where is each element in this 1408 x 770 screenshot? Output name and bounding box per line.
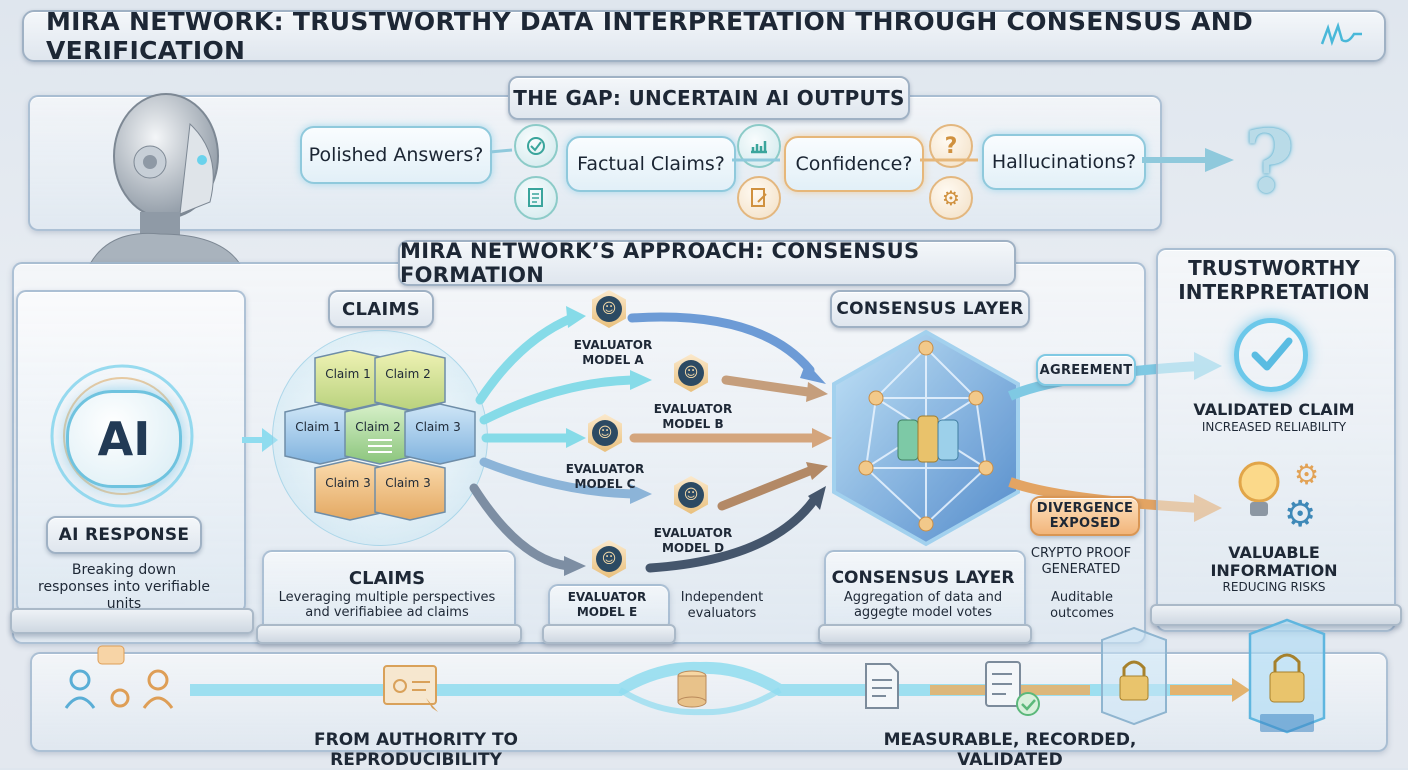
edit-document-icon [737, 176, 781, 220]
claims-heading: CLAIMS [328, 290, 434, 328]
checklist-icon [985, 661, 1040, 716]
gap-heading: THE GAP: UNCERTAIN AI OUTPUTS [508, 76, 910, 120]
document-icon [514, 176, 558, 220]
evaluator-b-icon: ☺ [674, 354, 708, 392]
claim-label: Claim 2 [355, 420, 401, 434]
lightbulb-icon [1238, 461, 1280, 516]
claims-box-title: CLAIMS [348, 568, 426, 589]
evaluator-d-icon: ☺ [674, 476, 708, 514]
bubble-text: Polished Answers? [308, 144, 484, 166]
agreement-badge: AGREEMENT [1036, 354, 1136, 386]
lock-cube-icon [1101, 626, 1167, 726]
checkmark-badge-icon [1234, 318, 1308, 392]
signature-logo [1320, 22, 1362, 46]
claims-cube-cluster [284, 350, 476, 521]
document-icon [865, 663, 899, 709]
title-banner: MIRA NETWORK: TRUSTWORTHY DATA INTERPRET… [22, 7, 1386, 65]
ai-response-label: AI RESPONSE [46, 516, 202, 554]
database-icon [677, 670, 707, 708]
validated-claim-title: VALIDATED CLAIM [1193, 400, 1355, 419]
claim-label: Claim 1 [325, 367, 371, 381]
gap-heading-text: THE GAP: UNCERTAIN AI OUTPUTS [513, 86, 905, 110]
ai-pillar-base [10, 608, 254, 634]
big-question-mark-icon: ? [1244, 112, 1295, 213]
ai-response-text: AI RESPONSE [58, 525, 190, 545]
secured-lock-cube-icon [1248, 618, 1326, 734]
divergence-text: DIVERGENCE EXPOSED [1036, 501, 1134, 531]
approach-heading: MIRA NETWORK’S APPROACH: CONSENSUS FORMA… [398, 239, 1016, 287]
consensus-box-text: Aggregation of data and aggegte model vo… [843, 590, 1003, 620]
bubble-hallucinations: Hallucinations? [982, 134, 1146, 190]
consensus-heading: CONSENSUS LAYER [830, 290, 1030, 328]
bubble-text: Hallucinations? [991, 151, 1137, 173]
gear-icon: ⚙ [1294, 458, 1320, 491]
bubble-text: Confidence? [795, 153, 913, 175]
agreement-text: AGREEMENT [1039, 362, 1133, 378]
claims-box-text: Leveraging multiple perspectives and ver… [278, 590, 496, 620]
evaluator-a-icon: ☺ [592, 290, 626, 328]
bottom-right-caption: MEASURABLE, RECORDED, VALIDATED [883, 730, 1137, 770]
gears-icon: ⚙ [929, 176, 973, 220]
claim-label: Claim 3 [325, 476, 371, 490]
validated-claim-subtitle: INCREASED RELIABILITY [1201, 420, 1347, 434]
auditable-outcomes-note: Auditable outcomes [1050, 590, 1114, 621]
consensus-network-hexagon [832, 329, 1020, 547]
evaluator-e-label: EVALUATOR MODEL E [567, 590, 647, 619]
bubble-confidence: Confidence? [784, 136, 924, 192]
profile-window-icon [383, 665, 438, 712]
evaluator-a-label: EVALUATOR MODEL A [573, 338, 653, 367]
evaluator-c-label: EVALUATOR MODEL C [565, 462, 645, 491]
ai-badge-text: AI [97, 412, 151, 466]
valuable-information-title: VALUABLE INFORMATION [1210, 543, 1338, 580]
gear-icon: ⚙ [1284, 494, 1317, 535]
people-discussion-icon [64, 645, 174, 709]
bubble-text: Factual Claims? [577, 153, 725, 175]
claim-label: Claim 1 [295, 420, 341, 434]
evaluator-c-icon: ☺ [588, 414, 622, 452]
evaluator-e-base [542, 624, 676, 644]
check-circle-icon [514, 124, 558, 168]
page-title: MIRA NETWORK: TRUSTWORTHY DATA INTERPRET… [46, 7, 1254, 65]
claims-box-base [256, 624, 522, 644]
evaluator-b-label: EVALUATOR MODEL B [653, 402, 733, 431]
claim-label: Claim 2 [385, 367, 431, 381]
valuable-information-subtitle: REDUCING RISKS [1222, 580, 1326, 594]
claim-label: Claim 3 [415, 420, 461, 434]
consensus-box-title: CONSENSUS LAYER [831, 568, 1015, 588]
approach-heading-text: MIRA NETWORK’S APPROACH: CONSENSUS FORMA… [400, 239, 920, 287]
ai-speech-badge: AI [66, 390, 182, 488]
gap-flow-arrows [489, 148, 1234, 172]
bubble-polished-answers: Polished Answers? [300, 126, 492, 184]
evaluator-d-label: EVALUATOR MODEL D [653, 526, 733, 555]
robot-figure [89, 93, 241, 264]
consensus-heading-text: CONSENSUS LAYER [836, 299, 1024, 319]
claims-heading-text: CLAIMS [342, 298, 420, 320]
trust-heading: TRUSTWORTHY INTERPRETATION [1178, 256, 1370, 304]
crypto-proof-note: CRYPTO PROOF GENERATED [1030, 546, 1132, 577]
independent-evaluators-note: Independent evaluators [680, 590, 764, 621]
claim-label: Claim 3 [385, 476, 431, 490]
ai-to-claims-arrow [242, 428, 278, 452]
bubble-factual-claims: Factual Claims? [566, 136, 736, 192]
consensus-box-base [818, 624, 1032, 644]
ai-response-caption: Breaking down responses into verifiable … [38, 562, 210, 612]
bottom-left-caption: FROM AUTHORITY TO REPRODUCIBILITY [314, 730, 518, 770]
divergence-badge: DIVERGENCE EXPOSED [1030, 496, 1140, 536]
